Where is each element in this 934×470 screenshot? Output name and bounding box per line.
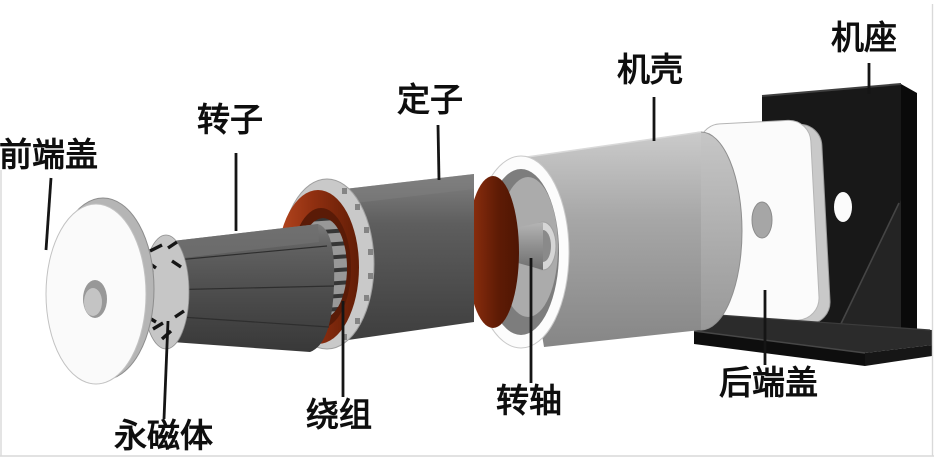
base-plate-top-edge — [761, 83, 902, 97]
base-slab-right — [865, 345, 932, 366]
leader-front-end-cover — [44, 177, 53, 251]
base-slab-back-edge — [717, 314, 931, 331]
stator-rear-winding-ring — [467, 176, 519, 328]
leader-lines — [44, 63, 871, 420]
label-permanent-magnet: 永磁体 — [114, 419, 213, 455]
rotor-illustration — [140, 224, 335, 352]
label-front-end-cover: 前端盖 — [0, 138, 98, 174]
label-rotor: 转子 — [197, 103, 263, 139]
rear-cover-shaft-hole — [751, 201, 773, 239]
shaft-body — [511, 222, 543, 270]
frame-borders — [0, 4, 934, 457]
stator-rim-notches — [342, 188, 373, 340]
base-slab-front-edge — [693, 330, 866, 354]
shaft-illustration — [504, 221, 557, 271]
stator-body-highlight — [336, 174, 474, 205]
label-rear-end-cover: 后端盖 — [719, 366, 818, 402]
base-slab-illustration — [693, 314, 932, 366]
label-base: 机座 — [831, 21, 897, 57]
label-shaft: 转轴 — [496, 384, 562, 420]
base-slab-front — [694, 331, 865, 366]
casing-top-highlight — [512, 131, 702, 160]
label-stator: 定子 — [397, 83, 463, 119]
base-mounting-hole — [834, 192, 852, 222]
leader-permanent-magnet — [162, 320, 170, 420]
base-plate-side-face — [901, 84, 917, 338]
front-cover-hole-inner — [84, 288, 102, 316]
base-slab-top — [694, 315, 932, 353]
base-gusset-edge — [837, 202, 900, 331]
rotor-top-facet — [164, 224, 319, 260]
leader-stator — [436, 124, 441, 181]
front-end-cover-illustration — [45, 197, 155, 385]
label-casing: 机壳 — [617, 53, 683, 89]
label-winding: 绕组 — [306, 398, 372, 434]
rotor-facet-lines — [160, 245, 335, 328]
